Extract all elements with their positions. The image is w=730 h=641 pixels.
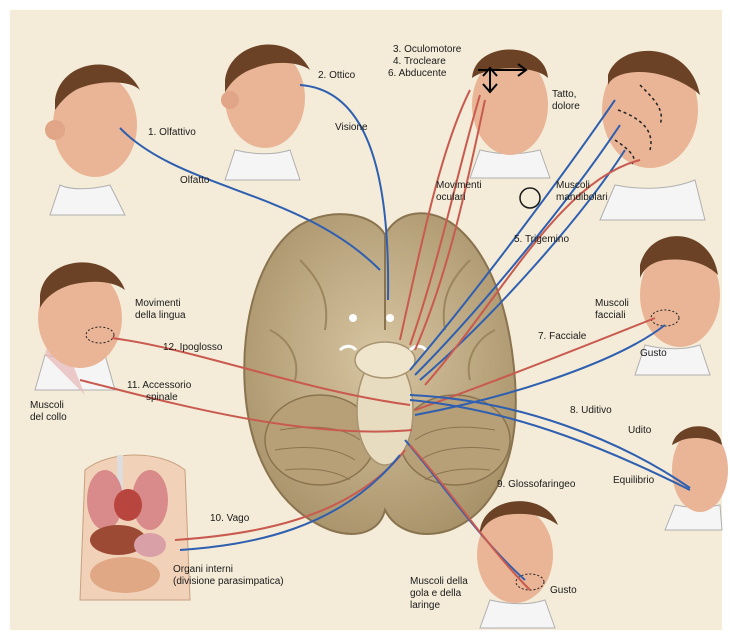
label-n10: 10. Vago — [210, 513, 250, 524]
brain-illustration — [244, 213, 516, 534]
label-n11-2: spinale — [146, 392, 178, 403]
label-n5: 5. Trigemino — [514, 234, 569, 245]
label-organi-1: Organi interni — [173, 564, 233, 575]
label-muscoli-facciali-2: facciali — [595, 310, 626, 321]
label-movimenti-lingua-1: Movimenti — [135, 298, 181, 309]
label-n9: 9. Glossofaringeo — [497, 479, 576, 490]
label-n6: 6. Abducente — [388, 68, 447, 79]
label-equilibrio: Equilibrio — [613, 475, 655, 486]
label-visione: Visione — [335, 122, 368, 133]
label-n7: 7. Facciale — [538, 331, 587, 342]
label-n2: 2. Ottico — [318, 70, 356, 81]
label-organi-2: (divisione parasimpatica) — [173, 576, 284, 587]
label-muscoli-gola-3: laringe — [410, 600, 440, 611]
label-gusto-facciale: Gusto — [640, 348, 667, 359]
label-gusto-gola: Gusto — [550, 585, 577, 596]
label-muscoli-collo-2: del collo — [30, 412, 67, 423]
label-muscoli-collo-1: Muscoli — [30, 400, 64, 411]
label-muscoli-gola-2: gola e della — [410, 588, 462, 599]
label-tatto-1: Tatto, — [552, 89, 576, 100]
label-muscoli-mandibolari-1: Muscoli — [556, 180, 590, 191]
label-n11-1: 11. Accessorio — [127, 380, 192, 391]
label-muscoli-gola-1: Muscoli della — [410, 576, 468, 587]
label-muscoli-facciali-1: Muscoli — [595, 298, 629, 309]
label-n4: 4. Trocleare — [393, 56, 446, 67]
label-muscoli-mandibolari-2: mandibolari — [556, 192, 608, 203]
label-movimenti-oculari-1: Movimenti — [436, 180, 482, 191]
label-movimenti-lingua-2: della lingua — [135, 310, 186, 321]
head-trigeminal — [600, 51, 705, 220]
label-udito: Udito — [628, 425, 652, 436]
label-movimenti-oculari-2: oculari — [436, 192, 465, 203]
label-n3: 3. Oculomotore — [393, 44, 462, 55]
label-n8: 8. Uditivo — [570, 405, 612, 416]
label-olfatto: Olfatto — [180, 175, 210, 186]
label-n1: 1. Olfattivo — [148, 127, 196, 138]
label-n12: 12. Ipoglosso — [163, 342, 223, 353]
label-tatto-2: dolore — [552, 101, 580, 112]
